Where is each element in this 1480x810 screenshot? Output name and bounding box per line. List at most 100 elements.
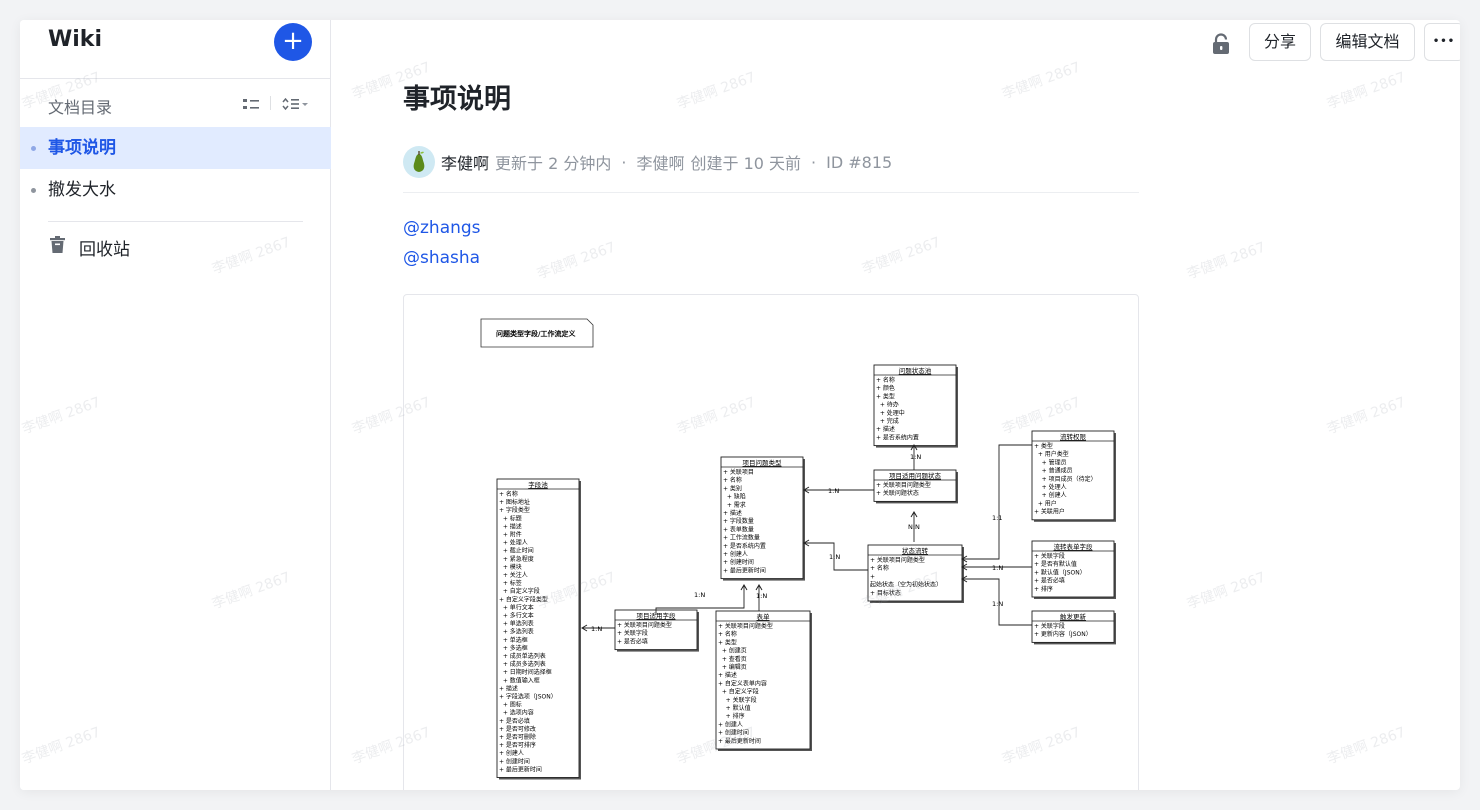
- uml-box-line: + 排序: [1034, 585, 1053, 593]
- uml-arrowhead: [961, 563, 968, 571]
- uml-box-title: 触发更新: [1060, 612, 1087, 621]
- uml-box-title: 问题状态池: [899, 366, 932, 375]
- trash-label: 回收站: [79, 239, 130, 260]
- uml-box-line: + 默认值: [718, 704, 751, 712]
- uml-box-line: + 是否系统内置: [876, 433, 919, 441]
- uml-box-line: + 普通成员: [1034, 467, 1073, 475]
- meta-separator: ·: [621, 152, 627, 172]
- uml-box-line: + 关联项目问题类型: [876, 481, 931, 489]
- watermark: 李健啊 2867: [860, 234, 943, 278]
- meta-divider: [403, 192, 1139, 193]
- sort-icon[interactable]: [281, 96, 308, 111]
- created-time: 创建于 10 天前: [690, 154, 802, 173]
- uml-arrowhead: [803, 539, 810, 547]
- uml-box-line: + 单选列表: [499, 620, 534, 628]
- sidebar: Wiki + 文档目录: [20, 20, 331, 790]
- uml-edge-label: 1:1: [992, 514, 1002, 522]
- uml-box-line: + 缺陷: [723, 493, 746, 501]
- uml-box-line: + 管理员: [1034, 458, 1067, 466]
- trash-link[interactable]: 回收站: [48, 232, 130, 262]
- uml-box-line: + 类型: [718, 638, 737, 646]
- uml-box-line: + 关联字段: [718, 696, 757, 704]
- watermark: 李健啊 2867: [1325, 724, 1408, 768]
- uml-box: [873, 469, 957, 502]
- uml-box-line: + 颜色: [876, 384, 895, 392]
- uml-box-title: 流转表单字段: [1054, 542, 1094, 551]
- watermark: 李健啊 2867: [535, 239, 618, 283]
- uml-box-line: + 紧急程度: [499, 555, 534, 563]
- mention-link[interactable]: @zhangs: [403, 218, 481, 238]
- uml-box-line: + 是否可修改: [499, 725, 536, 733]
- trash-icon: [48, 235, 67, 259]
- share-button[interactable]: 分享: [1249, 23, 1311, 61]
- uml-box-line: + 选项内容: [499, 709, 534, 717]
- uml-connector: [962, 578, 1032, 626]
- uml-box-line: + 自定义字段: [499, 587, 540, 595]
- uml-box-title: 流转权限: [1060, 432, 1087, 441]
- uml-box: [1031, 430, 1115, 521]
- uml-box-line: + 默认值（JSON）: [1034, 568, 1086, 576]
- uml-box-line: + 是否必填: [617, 637, 648, 645]
- uml-diagram: 问题类型字段/工作流定义问题状态池+ 名称+ 颜色+ 类型 + 待办 + 处理中…: [403, 294, 1139, 790]
- add-document-button[interactable]: +: [274, 23, 312, 61]
- toc-tools: [242, 96, 308, 111]
- uml-box-line: + 名称: [718, 630, 737, 638]
- uml-box: [496, 478, 580, 778]
- uml-arrowhead: [803, 486, 810, 494]
- list-view-icon[interactable]: [242, 96, 260, 110]
- plus-icon: +: [282, 26, 304, 56]
- uml-box-line: + 名称: [876, 376, 895, 384]
- uml-arrowhead: [740, 584, 748, 591]
- uml-box-line: + 截止时间: [499, 547, 534, 555]
- more-icon: •••: [1432, 36, 1456, 47]
- watermark: 李健啊 2867: [1185, 239, 1268, 283]
- uml-box-line: + 创建时间: [723, 558, 754, 566]
- note-box: [480, 318, 594, 348]
- uml-edge-label: N:N: [908, 523, 920, 531]
- uml-box-title: 表单: [757, 612, 771, 621]
- page-title: 事项说明: [403, 84, 511, 115]
- uml-box-line: + 日期时间选择框: [499, 668, 552, 676]
- uml-connector: [804, 542, 868, 571]
- uml-box-line: + 自定义字段: [718, 688, 759, 696]
- uml-box-line: + 图标地址: [499, 498, 530, 506]
- watermark: 李健啊 2867: [1185, 569, 1268, 613]
- uml-box-line: + 是否有默认值: [1034, 560, 1077, 568]
- uml-box-line: + 创建时间: [499, 757, 530, 765]
- sidebar-item-chefa[interactable]: 撤发大水: [20, 169, 331, 211]
- app-title: Wiki: [48, 27, 102, 52]
- uml-arrowhead: [961, 555, 968, 563]
- uml-box-line: + 创建人: [1034, 491, 1067, 499]
- uml-box-line: + 是否必填: [1034, 577, 1065, 585]
- uml-box-title: 项目问题类型: [743, 458, 783, 467]
- uml-arrowhead: [910, 444, 918, 451]
- uml-box-line: + 更新内容（JSON）: [1034, 630, 1092, 638]
- uml-edge-label: 1:N: [828, 487, 839, 495]
- uml-box-title: 字段池: [528, 480, 548, 489]
- uml-box-line: + 创建时间: [718, 729, 749, 737]
- uml-box-line: + 关联用户: [1034, 508, 1065, 516]
- author-name[interactable]: 李健啊: [441, 154, 490, 173]
- sidebar-item-label: 事项说明: [48, 138, 116, 158]
- sidebar-item-shixiang[interactable]: 事项说明: [20, 127, 331, 169]
- uml-box-line: + 工作流数量: [723, 534, 760, 542]
- uml-box-line: + 关注人: [499, 571, 528, 579]
- uml-box-line: + 类型: [1034, 442, 1053, 450]
- uml-box: [873, 364, 957, 447]
- more-options-button[interactable]: •••: [1424, 23, 1460, 61]
- avatar[interactable]: [403, 146, 435, 178]
- edit-document-button[interactable]: 编辑文档: [1320, 23, 1415, 61]
- uml-box-line: + 多行文本: [499, 612, 534, 620]
- document-meta: 李健啊 更新于 2 分钟内 · 李健啊 创建于 10 天前 · ID #815: [403, 146, 892, 178]
- uml-box-line: + 待办: [876, 401, 899, 409]
- lock-icon[interactable]: [1209, 32, 1233, 56]
- toc-tools-divider: [270, 96, 271, 110]
- uml-box-line: + 最后更新时间: [718, 737, 761, 745]
- updated-time: 更新于 2 分钟内: [495, 154, 612, 173]
- uml-box-line: + 单行文本: [499, 603, 534, 611]
- mention-link[interactable]: @shasha: [403, 248, 481, 268]
- uml-box-line: + 成员多选列表: [499, 660, 546, 668]
- uml-box-line: + 描述: [499, 684, 518, 692]
- uml-box-line: + 关联字段: [1034, 552, 1065, 560]
- bullet-icon: [31, 146, 36, 151]
